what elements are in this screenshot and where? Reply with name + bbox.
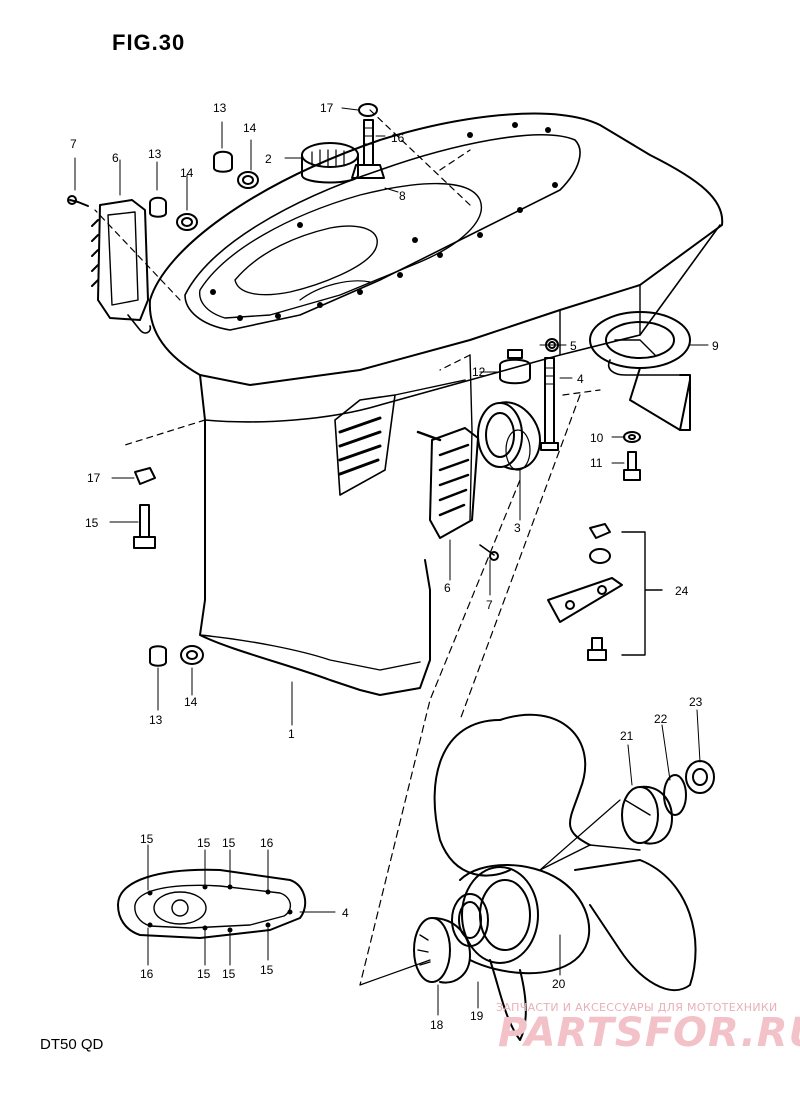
callout-9: 9 xyxy=(712,339,719,353)
callout-5: 5 xyxy=(570,339,577,353)
callout-13b: 13 xyxy=(148,147,162,161)
callout-8: 8 xyxy=(399,189,406,203)
callout-17b: 17 xyxy=(87,471,101,485)
callout-18: 18 xyxy=(430,1018,444,1032)
needle-bearing xyxy=(301,142,359,184)
water-strainer-right xyxy=(416,427,499,561)
callout-11: 11 xyxy=(590,456,603,470)
prop-hardware xyxy=(413,760,715,984)
callout-10: 10 xyxy=(590,431,604,445)
watermark-brand: PARTSFOR.RU xyxy=(498,1010,800,1056)
callout-17a: 17 xyxy=(320,101,334,115)
figure-title: FIG.30 xyxy=(112,30,186,55)
model-code: DT50 QD xyxy=(40,1036,104,1053)
bolt-top xyxy=(351,103,385,179)
callout-15f: 15 xyxy=(222,967,236,981)
inset-cover-plate xyxy=(117,868,336,939)
callout-16c: 16 xyxy=(140,967,154,981)
callout-7b: 7 xyxy=(486,598,493,612)
bolt-left xyxy=(133,467,204,667)
drain-plug-top xyxy=(149,150,259,231)
callout-7a: 7 xyxy=(70,137,77,151)
water-strainer-left xyxy=(67,195,152,334)
callout-16b: 16 xyxy=(260,836,274,850)
callout-3: 3 xyxy=(514,521,521,535)
leader-lines xyxy=(74,107,709,1016)
callout-12: 12 xyxy=(472,365,486,379)
trim-tab-anode xyxy=(589,311,691,431)
callout-15b: 15 xyxy=(140,832,154,846)
callout-1: 1 xyxy=(288,727,295,741)
callout-13c: 13 xyxy=(149,713,163,727)
callout-2: 2 xyxy=(265,152,272,166)
callout-15a: 15 xyxy=(85,516,99,530)
callout-15d: 15 xyxy=(222,836,236,850)
callout-21: 21 xyxy=(620,729,634,743)
callout-4a: 4 xyxy=(577,372,584,386)
watermark-tagline: ЗАПЧАСТИ И АКСЕССУАРЫ ДЛЯ МОТОТЕХНИКИ xyxy=(496,1001,778,1014)
callout-24: 24 xyxy=(675,584,689,598)
callout-15e: 15 xyxy=(197,967,211,981)
callout-14b: 14 xyxy=(180,166,194,180)
callout-22: 22 xyxy=(654,712,668,726)
callout-6a: 6 xyxy=(112,151,119,165)
callout-19: 19 xyxy=(470,1009,484,1023)
stud-and-nut xyxy=(499,338,559,451)
callout-23: 23 xyxy=(689,695,703,709)
callout-4b: 4 xyxy=(342,906,349,920)
callout-6b: 6 xyxy=(444,581,451,595)
callout-labels: 1 2 3 4 4 5 6 6 7 7 8 9 10 11 12 13 13 1… xyxy=(70,101,719,1032)
callout-20: 20 xyxy=(552,977,566,991)
callout-15c: 15 xyxy=(197,836,211,850)
callout-14c: 14 xyxy=(184,695,198,709)
mounting-kit xyxy=(547,523,663,661)
callout-16a: 16 xyxy=(391,131,405,145)
gearcase-housing xyxy=(94,109,724,986)
oil-seal-housing xyxy=(477,401,541,471)
callout-13a: 13 xyxy=(213,101,227,115)
callout-15g: 15 xyxy=(260,963,274,977)
callout-14a: 14 xyxy=(243,121,257,135)
bolt-anode xyxy=(623,431,641,481)
propeller xyxy=(433,713,697,1041)
